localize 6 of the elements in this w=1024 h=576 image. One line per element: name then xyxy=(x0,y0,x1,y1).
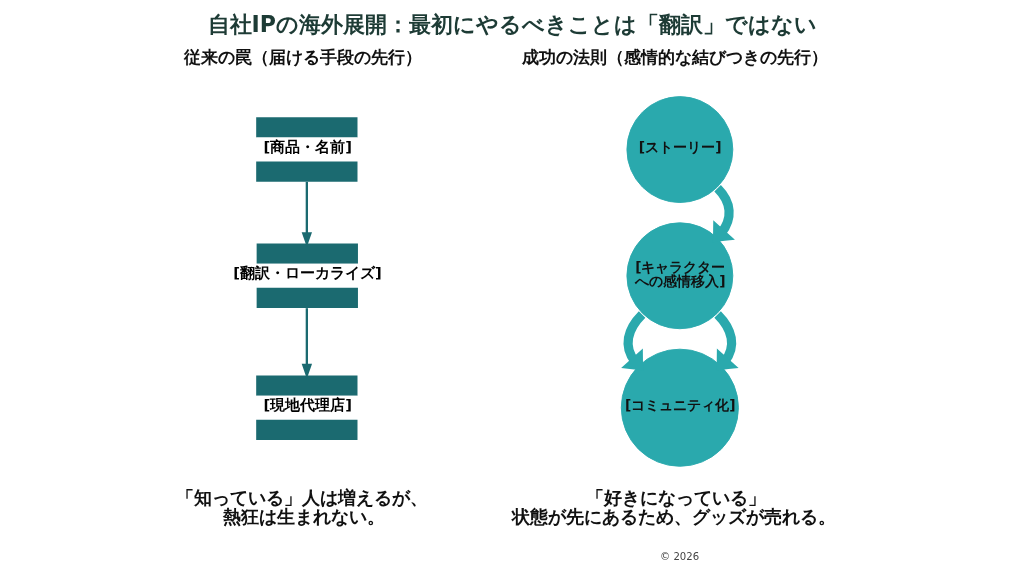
diagram-title: 自社IPの海外展開：最初にやるべきことは「翻訳」ではない xyxy=(207,11,818,38)
label: 従来の罠（届ける手段の先行） xyxy=(184,47,423,68)
label: 「好きになっている」状態が先にあるため、グッズが売れる。 xyxy=(511,487,836,527)
label: © 2026 xyxy=(660,551,700,563)
label: 成功の法則（感情的な結びつきの先行） xyxy=(521,47,828,68)
label: 「知っている」人は増えるが、熱狂は生まれない。 xyxy=(176,487,429,527)
